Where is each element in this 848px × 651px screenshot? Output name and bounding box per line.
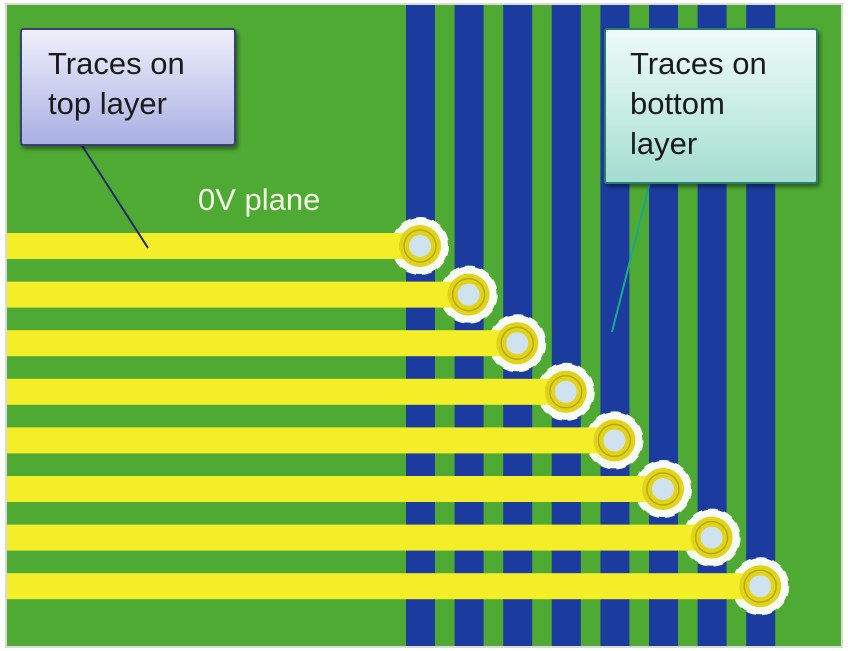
- top-layer-trace: [6, 573, 761, 600]
- bottom-layer-callout-line-3: layer: [630, 126, 698, 161]
- via-hole: [506, 332, 529, 355]
- via-hole: [457, 283, 480, 306]
- via-pad-edge: [403, 229, 437, 263]
- top-layer-callout-line-1: Traces on: [48, 46, 185, 81]
- top-layer-traces: [6, 233, 761, 600]
- via-pad-edge: [646, 472, 680, 506]
- top-layer-trace: [6, 524, 712, 551]
- via-hole: [554, 380, 577, 403]
- via-pad-edge: [694, 520, 729, 555]
- via-hole: [409, 235, 431, 257]
- top-layer-trace: [6, 233, 420, 259]
- via-pad-edge: [451, 277, 486, 312]
- via-hole: [603, 429, 626, 452]
- vias: [399, 225, 782, 608]
- top-layer-trace: [6, 281, 469, 308]
- bottom-layer-callout-line-2: bottom: [630, 86, 725, 121]
- top-layer-trace: [6, 378, 566, 405]
- bottom-layer-callout: Traces on bottom layer: [604, 28, 818, 184]
- via-hole: [652, 478, 674, 500]
- top-layer-callout-line-2: top layer: [48, 86, 167, 121]
- ground-plane-label: 0V plane: [198, 182, 321, 217]
- via-pad-edge: [500, 326, 534, 360]
- via-hole: [749, 575, 772, 598]
- via-pad-edge: [743, 569, 777, 603]
- bottom-layer-callout-line-1: Traces on: [630, 46, 767, 81]
- top-layer-callout: Traces on top layer: [20, 28, 236, 146]
- board-edge: [5, 3, 843, 648]
- via-hole: [700, 526, 723, 549]
- bottom-layer-callout-leader: [611, 181, 651, 333]
- top-layer-trace: [6, 427, 615, 454]
- top-layer-callout-leader: [80, 143, 149, 249]
- top-layer-trace: [6, 330, 518, 357]
- via-pad-edge: [549, 375, 583, 409]
- top-layer-trace: [6, 476, 663, 502]
- via-pad-edge: [597, 423, 632, 458]
